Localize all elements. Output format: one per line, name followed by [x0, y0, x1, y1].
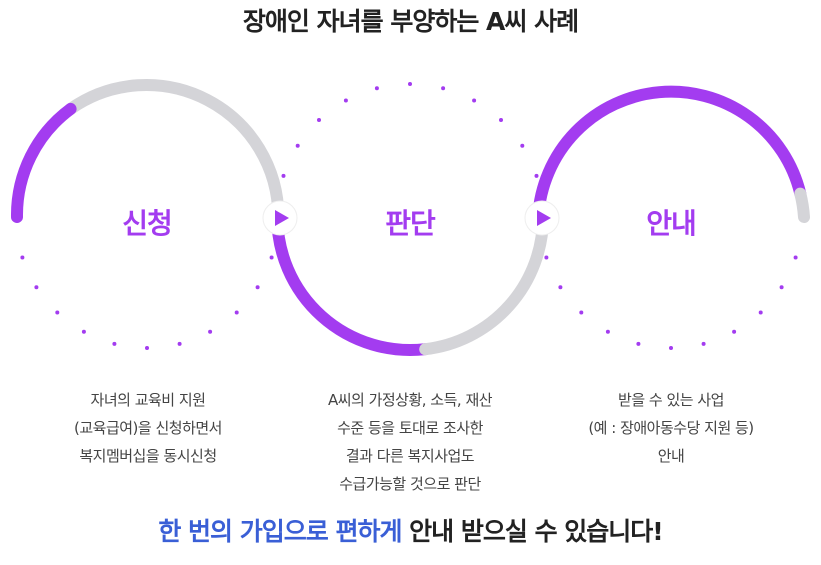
- dot-decoration: [534, 173, 539, 178]
- page-title: 장애인 자녀를 부양하는 A씨 사례: [242, 7, 579, 36]
- dot-decoration: [732, 329, 737, 334]
- dot-decoration: [145, 346, 149, 350]
- dot-decoration: [579, 310, 584, 315]
- ring-step-2: [271, 82, 549, 356]
- description-line: (예 : 장애아동수당 지원 등): [588, 419, 754, 437]
- dot-decoration: [295, 143, 300, 148]
- dot-decoration: [112, 341, 117, 346]
- step-label-guide: 안내: [646, 207, 697, 240]
- dot-decoration: [177, 341, 182, 346]
- footer-highlight: 한 번의 가입으로 편하게: [158, 517, 402, 546]
- description-line: 결과 다른 복지사업도: [345, 447, 475, 465]
- description-line: 복지멤버십을 동시신청: [79, 447, 217, 465]
- footer-message: 한 번의 가입으로 편하게 안내 받으실 수 있습니다!: [0, 512, 821, 548]
- dot-decoration: [55, 310, 60, 315]
- dot-decoration: [34, 285, 39, 290]
- dot-decoration: [636, 341, 641, 346]
- dot-decoration: [317, 118, 321, 122]
- dot-decoration: [472, 98, 477, 103]
- dot-decoration: [255, 285, 260, 290]
- dot-decoration: [208, 329, 213, 334]
- process-flow-diagram: [10, 79, 810, 356]
- dot-decoration: [793, 255, 798, 260]
- dot-decoration: [20, 255, 25, 260]
- ring-step-3: [532, 85, 810, 350]
- step-description-review: A씨의 가정상황, 소득, 재산 수준 등을 토대로 조사한 결과 다른 복지사…: [290, 386, 530, 498]
- dot-decoration: [374, 86, 379, 91]
- footer-text: 안내 받으실 수 있습니다!: [401, 517, 664, 546]
- dot-decoration: [441, 86, 446, 91]
- step-label-review: 판단: [385, 207, 436, 240]
- play-arrow-icon: [262, 200, 298, 236]
- dot-decoration: [701, 341, 706, 346]
- description-line: A씨의 가정상황, 소득, 재산: [327, 391, 493, 409]
- dot-decoration: [758, 310, 763, 315]
- step-description-guide: 받을 수 있는 사업 (예 : 장애아동수당 지원 등) 안내: [551, 386, 791, 470]
- dot-decoration: [669, 346, 673, 350]
- dot-decoration: [544, 255, 549, 260]
- dot-decoration: [269, 255, 274, 260]
- description-line: 자녀의 교육비 지원: [90, 391, 206, 409]
- dot-decoration: [520, 143, 525, 148]
- description-line: (교육급여)을 신청하면서: [74, 419, 222, 437]
- dot-decoration: [281, 173, 286, 178]
- play-arrow-icon: [524, 200, 560, 236]
- dot-decoration: [343, 98, 348, 103]
- step-description-apply: 자녀의 교육비 지원 (교육급여)을 신청하면서 복지멤버십을 동시신청: [28, 386, 268, 470]
- dot-decoration: [499, 118, 503, 122]
- dot-decoration: [81, 329, 86, 334]
- step-label-apply: 신청: [122, 207, 173, 240]
- ring-step-1: [10, 79, 285, 350]
- description-line: 수급가능할 것으로 판단: [339, 475, 481, 493]
- description-line: 수준 등을 토대로 조사한: [337, 419, 483, 437]
- dot-decoration: [234, 310, 239, 315]
- dot-decoration: [558, 285, 563, 290]
- dot-decoration: [408, 82, 412, 86]
- dot-decoration: [779, 285, 784, 290]
- description-line: 안내: [657, 447, 685, 465]
- dot-decoration: [605, 329, 610, 334]
- description-line: 받을 수 있는 사업: [618, 391, 724, 409]
